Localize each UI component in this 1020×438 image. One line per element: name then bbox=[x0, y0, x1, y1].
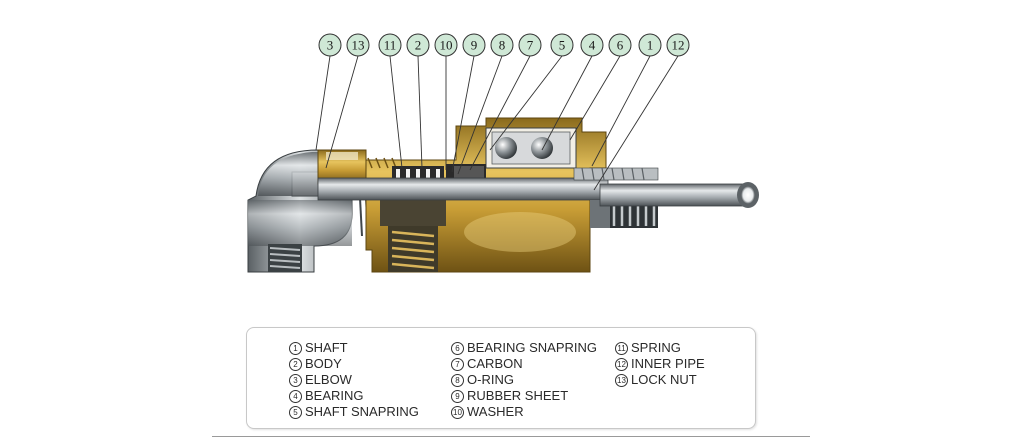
legend-label: SPRING bbox=[631, 340, 681, 355]
svg-text:8: 8 bbox=[499, 38, 506, 53]
bearing-part bbox=[485, 127, 577, 169]
legend-number: 2 bbox=[289, 358, 302, 371]
rotary-joint-cutaway-diagram: 3 13 11 2 10 9 8 7 5 4 6 1 bbox=[247, 33, 759, 273]
callout-11: 11 bbox=[378, 33, 402, 57]
svg-text:4: 4 bbox=[589, 38, 596, 53]
legend-number: 7 bbox=[451, 358, 464, 371]
legend-number: 9 bbox=[451, 390, 464, 403]
callout-10: 10 bbox=[434, 33, 458, 57]
callout-6: 6 bbox=[608, 33, 632, 57]
svg-text:7: 7 bbox=[527, 38, 534, 53]
legend-number: 5 bbox=[289, 406, 302, 419]
callout-7: 7 bbox=[518, 33, 542, 57]
legend-number: 12 bbox=[615, 358, 628, 371]
legend-number: 6 bbox=[451, 342, 464, 355]
legend-label: ELBOW bbox=[305, 372, 352, 387]
legend-label: WASHER bbox=[467, 404, 524, 419]
leader-lines bbox=[315, 55, 679, 191]
legend-label: O-RING bbox=[467, 372, 514, 387]
svg-text:12: 12 bbox=[672, 38, 685, 53]
legend-label: BEARING bbox=[305, 388, 364, 403]
legend-label: BEARING SNAPRING bbox=[467, 340, 598, 355]
svg-text:10: 10 bbox=[440, 38, 453, 53]
callout-1: 1 bbox=[638, 33, 662, 57]
callout-4: 4 bbox=[580, 33, 604, 57]
legend-number: 4 bbox=[289, 390, 302, 403]
svg-text:3: 3 bbox=[327, 38, 334, 53]
callout-13: 13 bbox=[346, 33, 370, 57]
svg-text:1: 1 bbox=[647, 38, 654, 53]
svg-text:9: 9 bbox=[471, 38, 478, 53]
legend-label: LOCK NUT bbox=[631, 372, 697, 387]
legend-label: RUBBER SHEET bbox=[467, 388, 569, 403]
legend-number: 1 bbox=[289, 342, 302, 355]
svg-text:6: 6 bbox=[617, 38, 624, 53]
svg-text:13: 13 bbox=[352, 38, 365, 53]
callout-9: 9 bbox=[462, 33, 486, 57]
legend-number: 10 bbox=[451, 406, 464, 419]
callout-8: 8 bbox=[490, 33, 514, 57]
callout-2: 2 bbox=[406, 33, 430, 57]
legend-number: 11 bbox=[615, 342, 628, 355]
svg-text:2: 2 bbox=[415, 38, 422, 53]
legend-label: SHAFT SNAPRING bbox=[305, 404, 419, 419]
elbow-part bbox=[247, 149, 375, 273]
bottom-rule bbox=[212, 436, 810, 437]
legend-label: CARBON bbox=[467, 356, 523, 371]
inner-pipe-part bbox=[599, 182, 759, 208]
callout-5: 5 bbox=[550, 33, 574, 57]
legend-number: 8 bbox=[451, 374, 464, 387]
legend-label: BODY bbox=[305, 356, 342, 371]
legend-number: 13 bbox=[615, 374, 628, 387]
svg-text:11: 11 bbox=[384, 38, 397, 53]
callout-3: 3 bbox=[318, 33, 342, 57]
legend-label: SHAFT bbox=[305, 340, 348, 355]
legend-label: INNER PIPE bbox=[631, 356, 705, 371]
svg-text:5: 5 bbox=[559, 38, 566, 53]
callout-12: 12 bbox=[666, 33, 690, 57]
legend-number: 3 bbox=[289, 374, 302, 387]
